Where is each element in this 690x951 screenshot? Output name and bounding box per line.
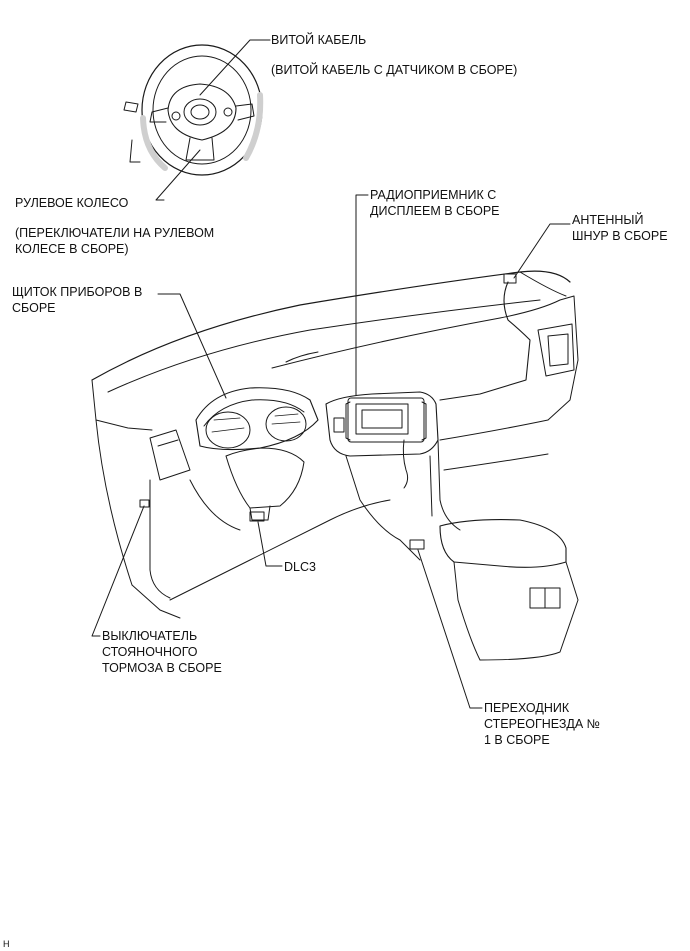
label-radio-line1: РАДИОПРИЕМНИК С <box>370 188 497 202</box>
label-spiral-cable-note: (ВИТОЙ КАБЕЛЬ С ДАТЧИКОМ В СБОРЕ) <box>271 63 518 77</box>
dashboard-drawing <box>91 270 579 661</box>
label-radio-line2: ДИСПЛЕЕМ В СБОРЕ <box>370 204 500 218</box>
label-stereo-jack-line3: 1 В СБОРЕ <box>484 733 550 747</box>
label-spiral-cable: ВИТОЙ КАБЕЛЬ <box>271 33 367 47</box>
label-antenna-line1: АНТЕННЫЙ <box>572 213 644 227</box>
label-steering-switches-line1: (ПЕРЕКЛЮЧАТЕЛИ НА РУЛЕВОМ <box>15 226 215 240</box>
label-steering-wheel: РУЛЕВОЕ КОЛЕСО <box>15 196 129 210</box>
label-dlc3: DLC3 <box>284 560 316 574</box>
corner-mark: H <box>3 939 10 949</box>
label-steering-switches-line2: КОЛЕСЕ В СБОРЕ) <box>15 242 129 256</box>
label-cluster-line1: ЩИТОК ПРИБОРОВ В <box>12 285 143 299</box>
label-brake-switch-line3: ТОРМОЗА В СБОРЕ <box>102 661 222 675</box>
steering-wheel-drawing <box>123 44 264 176</box>
leader-lines <box>91 39 571 709</box>
label-brake-switch-line1: ВЫКЛЮЧАТЕЛЬ <box>102 629 198 643</box>
label-cluster-line2: СБОРЕ <box>12 301 56 315</box>
label-antenna-line2: ШНУР В СБОРЕ <box>572 229 668 243</box>
label-brake-switch-line2: СТОЯНОЧНОГО <box>102 645 198 659</box>
label-stereo-jack-line2: СТЕРЕОГНЕЗДА № <box>484 717 601 731</box>
label-stereo-jack-line1: ПЕРЕХОДНИК <box>484 701 570 715</box>
